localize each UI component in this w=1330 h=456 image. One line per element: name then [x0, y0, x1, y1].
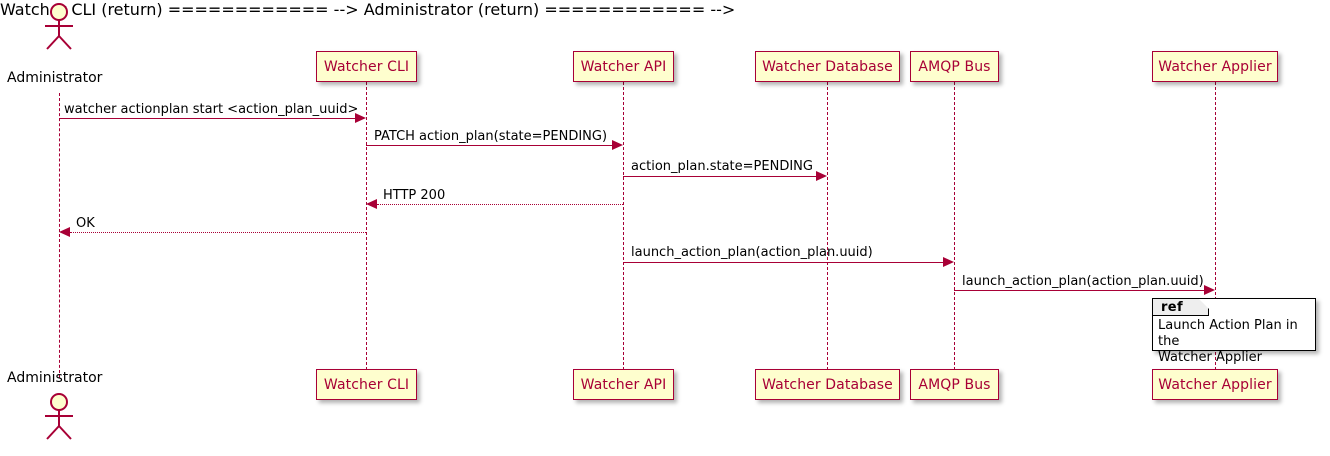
- message-line-2: [366, 145, 613, 146]
- message-arrowhead-2: [612, 140, 623, 150]
- message-line-6: [623, 262, 944, 263]
- ref-fragment-tab-label: ref: [1153, 299, 1209, 316]
- message-label-5: OK: [76, 216, 95, 231]
- participant-watcher-database-bottom[interactable]: Watcher Database: [755, 369, 900, 400]
- message-arrowhead-5: [59, 227, 70, 237]
- participant-watcher-cli-bottom[interactable]: Watcher CLI: [316, 369, 417, 400]
- ref-fragment[interactable]: ref Launch Action Plan in the Watcher Ap…: [1152, 298, 1316, 365]
- message-line-3: [623, 176, 817, 177]
- message-line-1: [59, 118, 356, 119]
- message-label-1: watcher actionplan start <action_plan_uu…: [64, 102, 359, 117]
- message-arrowhead-3: [816, 171, 827, 181]
- message-label-2: PATCH action_plan(state=PENDING): [374, 129, 608, 144]
- message-label-6: launch_action_plan(action_plan.uuid): [631, 245, 873, 260]
- lifeline-watcher-api: [623, 82, 624, 370]
- message-arrowhead-7: [1204, 285, 1215, 295]
- participant-watcher-cli-top[interactable]: Watcher CLI: [316, 51, 417, 82]
- participant-watcher-applier-top[interactable]: Watcher Applier: [1152, 51, 1278, 82]
- actor-label-bottom: Administrator: [7, 370, 103, 386]
- ref-fragment-body-text: Launch Action Plan in the Watcher Applie…: [1158, 318, 1298, 365]
- message-arrowhead-4: [366, 199, 377, 209]
- participant-amqp-bus-top[interactable]: AMQP Bus: [910, 51, 999, 82]
- lifeline-amqp-bus: [954, 82, 955, 370]
- message-line-7: [954, 290, 1204, 291]
- lifeline-watcher-database: [827, 82, 828, 370]
- message-arrowhead-6: [943, 257, 954, 267]
- participant-watcher-api-top[interactable]: Watcher API: [573, 51, 674, 82]
- actor-label-top: Administrator: [7, 70, 103, 86]
- lifeline-watcher-applier: [1215, 82, 1216, 370]
- participant-watcher-api-bottom[interactable]: Watcher API: [573, 369, 674, 400]
- actor-icon-top: [45, 3, 73, 50]
- participant-amqp-bus-bottom[interactable]: AMQP Bus: [910, 369, 999, 400]
- lifeline-watcher-cli: [366, 82, 367, 370]
- participant-watcher-applier-bottom[interactable]: Watcher Applier: [1152, 369, 1278, 400]
- message-line-5: [70, 232, 366, 233]
- message-label-7: launch_action_plan(action_plan.uuid): [962, 274, 1204, 289]
- message-label-3: action_plan.state=PENDING: [631, 159, 813, 174]
- message-line-4: [377, 204, 623, 205]
- message-label-4: HTTP 200: [383, 188, 446, 203]
- message-arrowhead-1: [355, 113, 366, 123]
- actor-icon-bottom: [45, 393, 73, 440]
- participant-watcher-database-top[interactable]: Watcher Database: [755, 51, 900, 82]
